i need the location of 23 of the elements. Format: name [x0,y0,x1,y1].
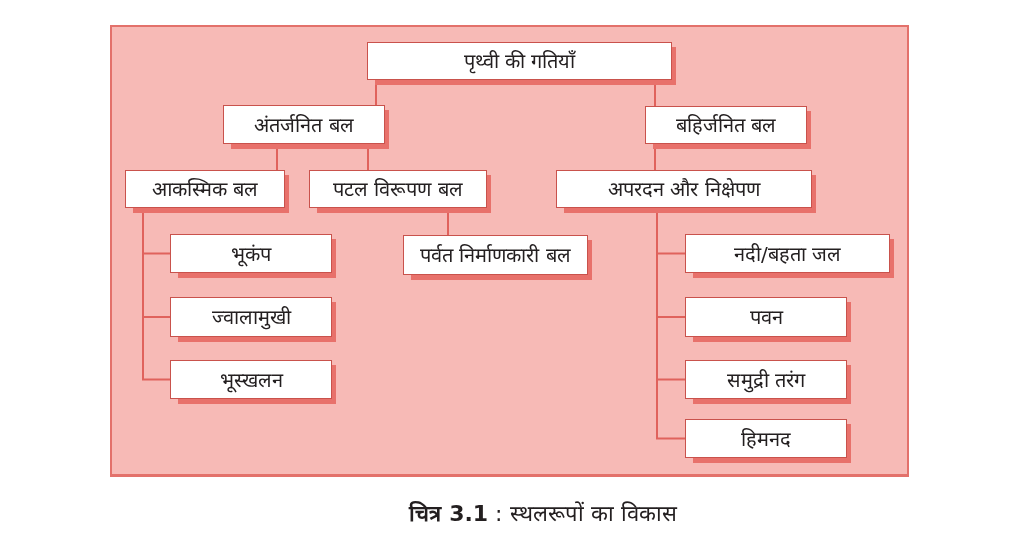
connector-line [142,212,171,381]
item-box: हिमनद [685,419,851,463]
item-box: नदी/बहता जल [685,234,894,278]
connector-line [656,212,686,440]
item-box: ज्वालामुखी [170,297,336,342]
connector-line [654,148,656,171]
figure-caption: चित्र 3.1 : स्थलरूपों का विकास [409,500,677,527]
connector-line [367,148,369,171]
category-box: आकस्मिक बल [125,170,289,213]
category-box: अपरदन और निक्षेपण [556,170,816,213]
category-box: पटल विरूपण बल [309,170,491,213]
item-box: भूकंप [170,234,336,278]
item-box: भूस्खलन [170,360,336,404]
item-box: समुद्री तरंग [685,360,851,404]
item-box: पर्वत निर्माणकारी बल [403,235,592,280]
connector-line [447,212,449,236]
connector-line [375,84,377,106]
heading-box: पृथ्वी की गतियाँ [367,42,676,85]
connector-line [654,84,656,107]
category-box: बहिर्जनित बल [645,106,811,149]
category-box: अंतर्जनित बल [223,105,389,149]
item-box: पवन [685,297,851,342]
connector-line [276,148,278,171]
